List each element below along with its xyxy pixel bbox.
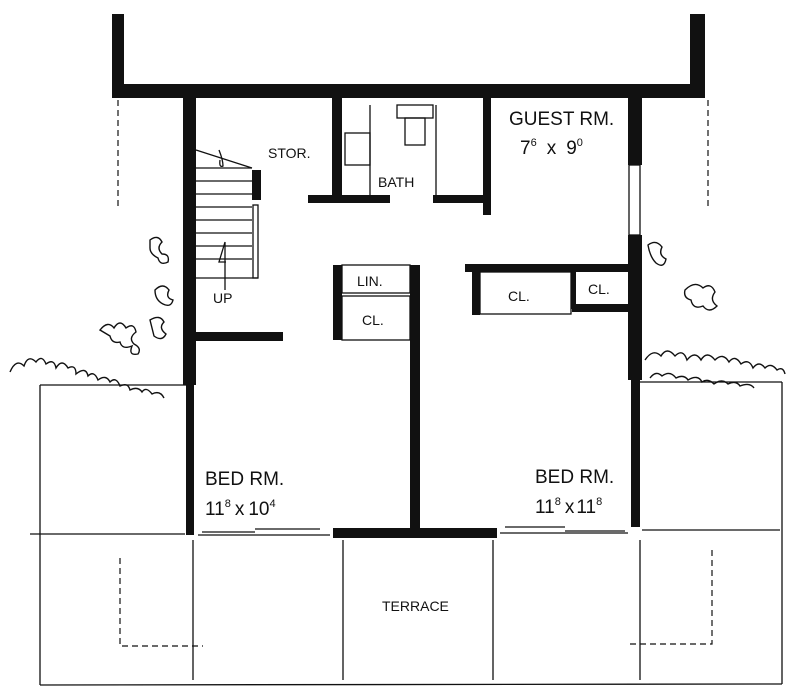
shrubs [9, 236, 786, 399]
terrace [30, 100, 783, 686]
bedroom-left-label: BED RM. [205, 469, 284, 490]
bath-label: BATH [378, 174, 414, 190]
guest-room-label: GUEST RM. [509, 109, 614, 130]
up-label: UP [213, 290, 232, 306]
terrace-label: TERRACE [382, 598, 449, 614]
up-arrow-icon [218, 241, 226, 290]
fixtures [198, 104, 641, 536]
bedroom-right-label: BED RM. [535, 467, 614, 488]
window [628, 164, 641, 236]
closet-label: CL. [362, 312, 384, 328]
room-labels: STOR. BATH UP LIN. CL. CL. CL. TERRACE G… [205, 109, 614, 614]
toilet-tank [396, 104, 434, 119]
bathtub [344, 132, 371, 166]
storage-label: STOR. [268, 145, 311, 161]
closet-label: CL. [588, 281, 610, 297]
toilet-bowl [404, 117, 426, 146]
walls [112, 14, 705, 538]
closet-label: CL. [508, 288, 530, 304]
staircase [195, 149, 259, 290]
linen-closet-label: LIN. [357, 273, 383, 289]
